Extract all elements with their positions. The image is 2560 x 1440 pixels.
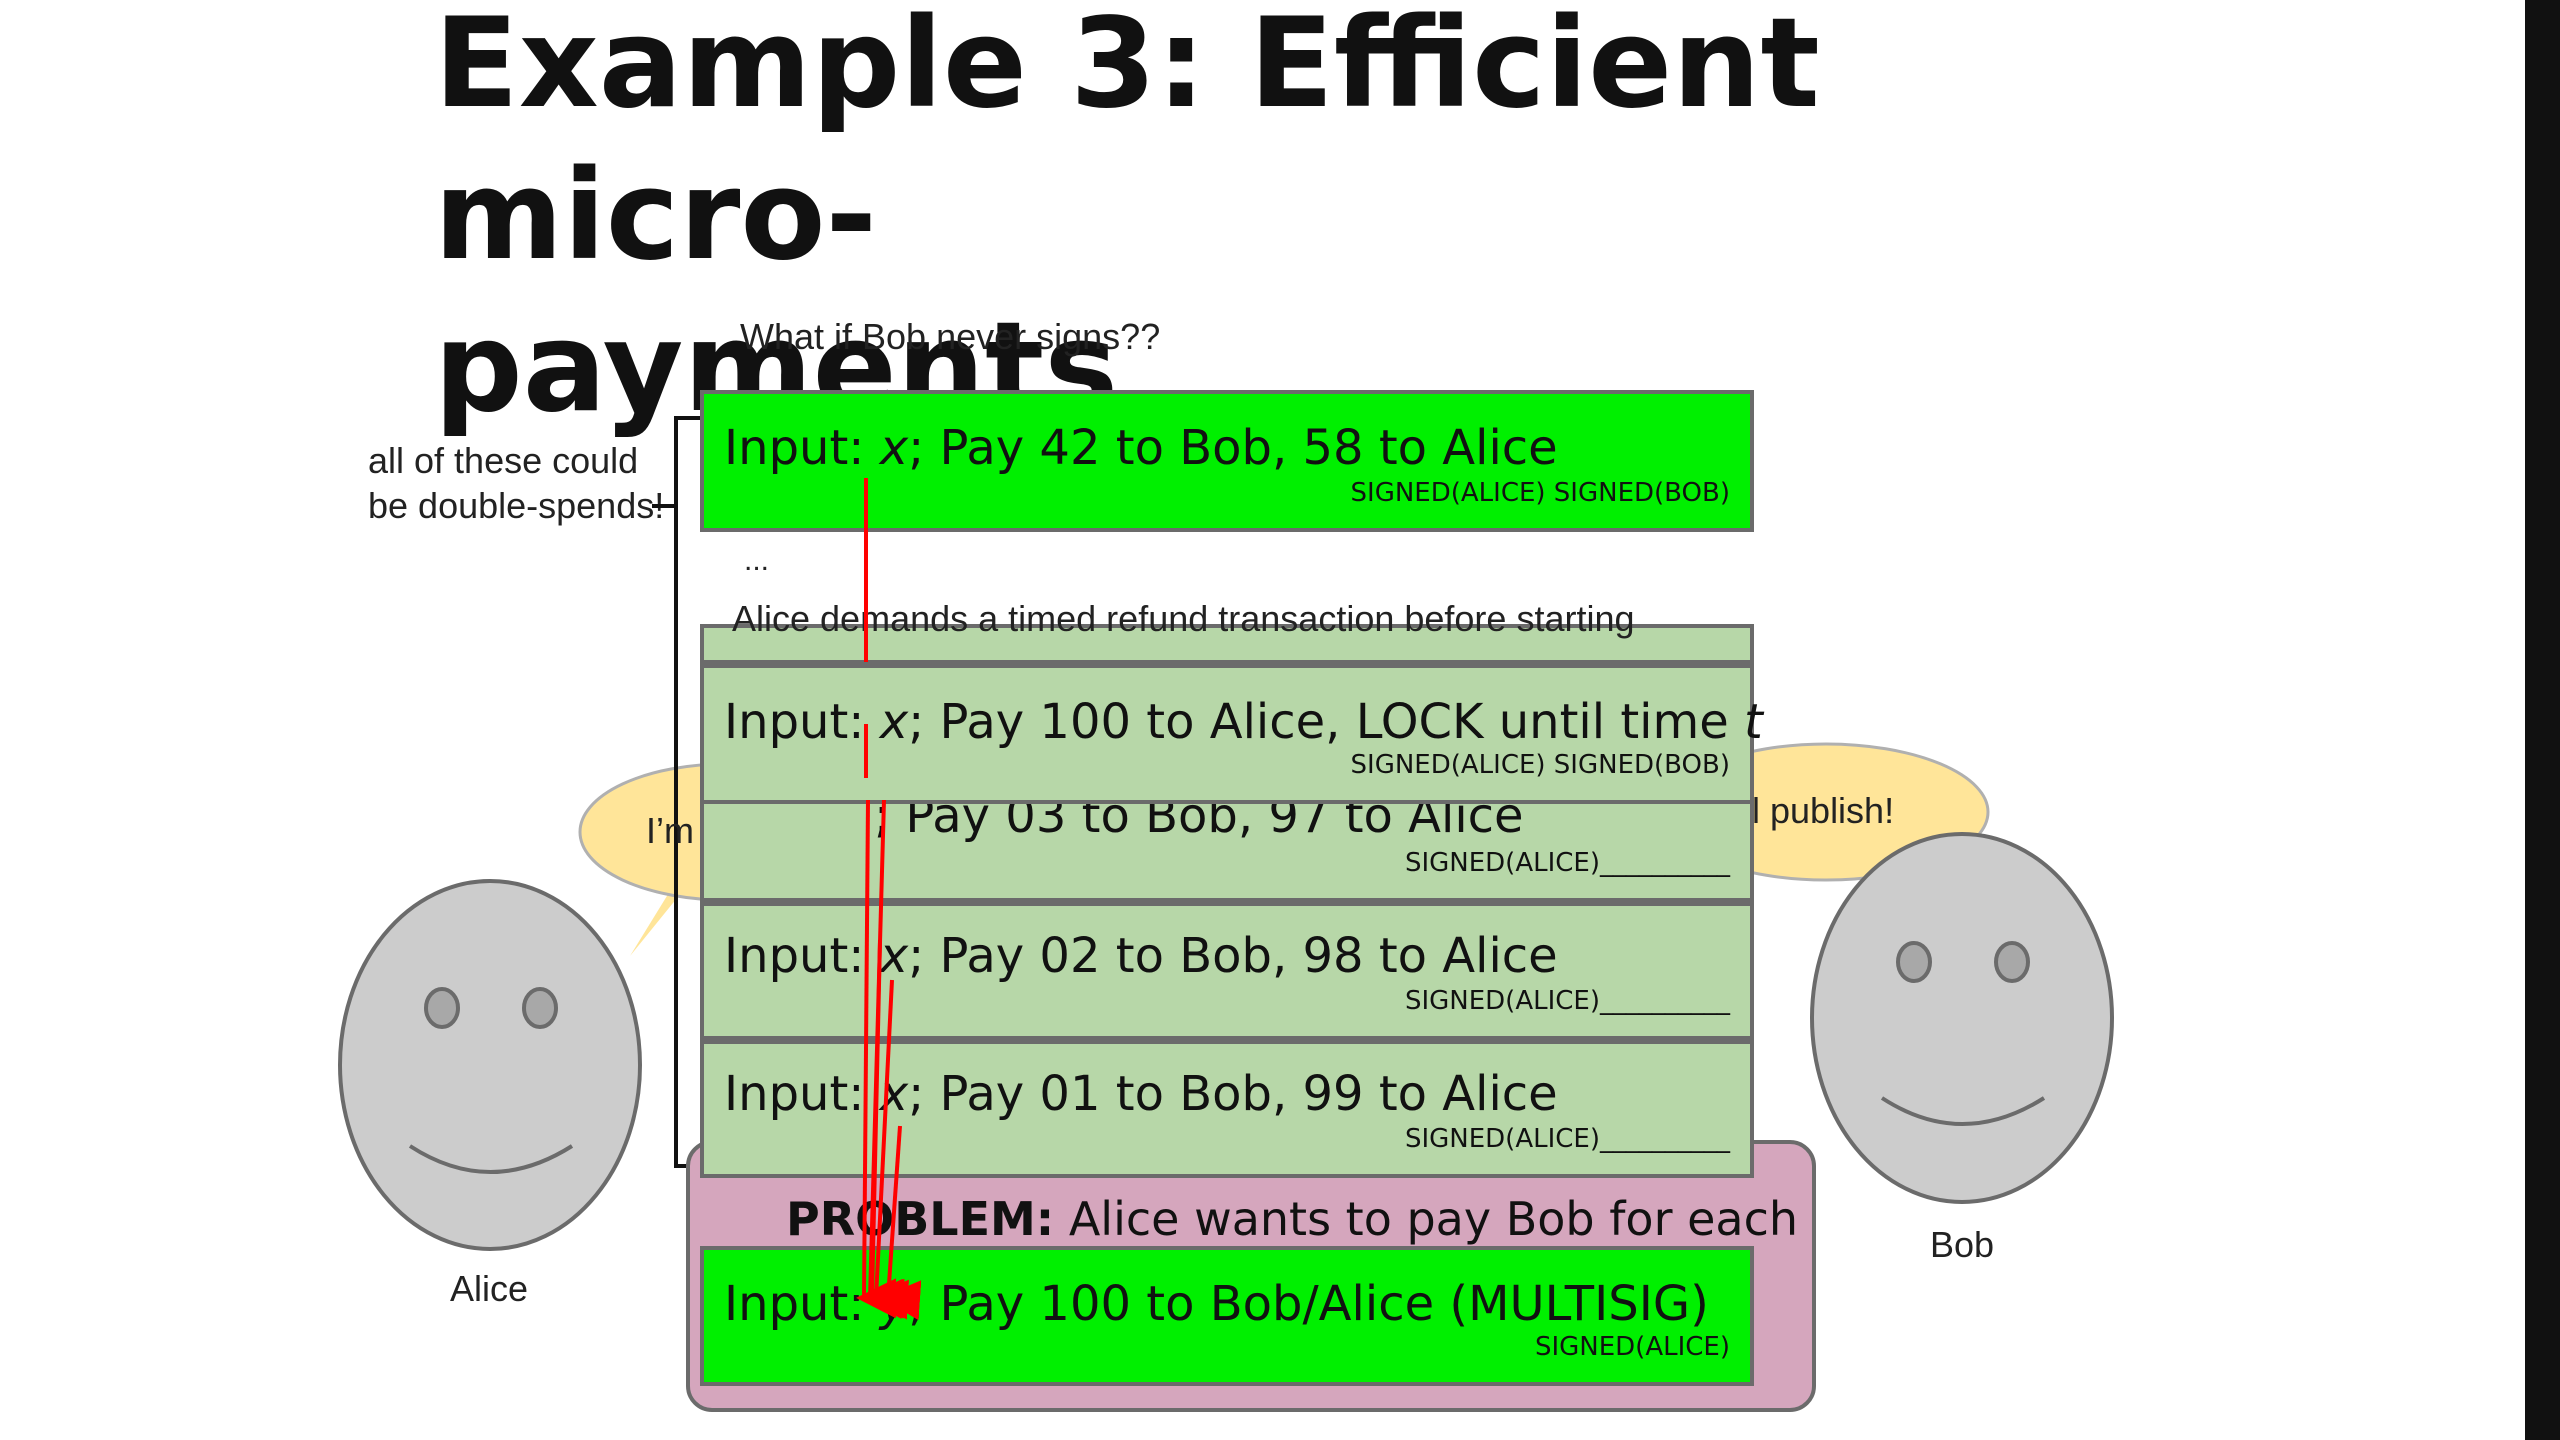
alice-right-eye (522, 987, 558, 1029)
tx-signature: SIGNED(ALICE)__________ (1404, 848, 1730, 878)
alice-smile (408, 1144, 574, 1174)
tx-input-label: Input: (724, 694, 880, 750)
tx-description: ; Pay 42 to Bob, 58 to Alice (908, 420, 1558, 476)
tx-input-var: x (879, 694, 909, 750)
tx-input-label: Input: (724, 1276, 880, 1332)
refund-note: Alice demands a timed refund transaction… (732, 598, 1635, 639)
tx-signature: SIGNED(ALICE) SIGNED(BOB) (1350, 750, 1730, 780)
bob-right-eye (1994, 941, 2030, 983)
transaction-refund: Input: x; Pay 100 to Alice, LOCK until t… (700, 664, 1763, 804)
tx-signature: SIGNED(ALICE)__________ (1404, 986, 1730, 1016)
tx-description: ; Pay 100 to Alice, LOCK until time (908, 694, 1745, 750)
bob-smile (1880, 1096, 2046, 1126)
tx-input-var: x (879, 420, 909, 476)
alice-left-eye (424, 987, 460, 1029)
tx-signature: SIGNED(ALICE) SIGNED(BOB) (1350, 478, 1730, 508)
arrow-pay02-b (868, 979, 909, 1320)
tx-time-var: t (1744, 694, 1763, 750)
arrow-pay02-a (864, 939, 905, 1319)
transaction-pay02: Input: x; Pay 02 to Bob, 98 to Alice SIG… (700, 902, 1754, 1040)
slide-title: Example 3: Efficient micro- payments (434, 0, 2194, 444)
transaction-final: Input: x; Pay 42 to Bob, 58 to Alice SIG… (700, 390, 1754, 532)
slide-title-line1: Example 3: Efficient micro- (434, 0, 1820, 288)
tx-description: ; Pay 100 to Bob/Alice (MULTISIG) (908, 1276, 1709, 1332)
bob-label: Bob (1930, 1224, 1995, 1265)
arrow-pay01 (880, 1125, 922, 1321)
tx-input-var: x (879, 928, 909, 984)
problem-text: Alice wants to pay Bob for each (1054, 1192, 1799, 1246)
bob-face (1810, 832, 2114, 1204)
refund-card-back (700, 624, 1754, 664)
tx-signature: SIGNED(ALICE) (1534, 1332, 1730, 1362)
tx-signature: SIGNED(ALICE)__________ (1404, 1124, 1730, 1154)
double-spend-note: all of these could be double-spends! (368, 440, 665, 526)
tx-input-label: Input: (724, 1066, 880, 1122)
tx-description: ; Pay 02 to Bob, 98 to Alice (908, 928, 1558, 984)
bob-speech-text: I’ll publish! (1726, 790, 1895, 831)
tx-description: ; Pay 01 to Bob, 99 to Alice (908, 1066, 1558, 1122)
right-edge-bar (2525, 0, 2560, 1440)
tx-input-label: Input: (724, 420, 880, 476)
bob-left-eye (1896, 941, 1932, 983)
alice-label: Alice (450, 1268, 529, 1309)
alice-face (338, 879, 642, 1251)
ellipsis-note: ... (744, 544, 770, 577)
arrow-pay03-a (856, 799, 897, 1319)
question-note: What if Bob never signs?? (740, 316, 1161, 357)
problem-label: PROBLEM: (786, 1192, 1055, 1246)
problem-statement: PROBLEM: Alice wants to pay Bob for each (786, 1192, 1798, 1246)
tx-input-label: Input: (724, 928, 880, 984)
